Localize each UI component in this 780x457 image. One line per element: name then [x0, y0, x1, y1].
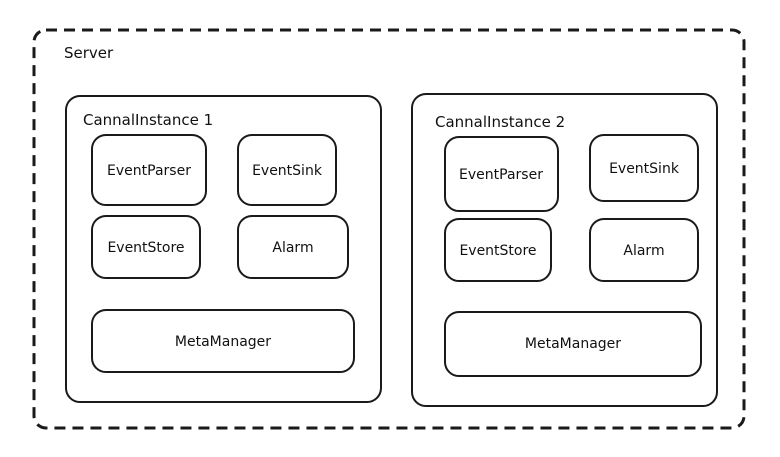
canal-instance-1-title: CannalInstance 1 — [83, 111, 213, 129]
server-boundary — [32, 28, 746, 430]
alarm-label-2: Alarm — [623, 243, 664, 259]
event-store-box-2 — [444, 218, 552, 282]
alarm-label-1: Alarm — [272, 240, 313, 256]
meta-manager-box-2 — [444, 311, 702, 377]
alarm-box-1 — [237, 215, 349, 279]
event-store-label-2: EventStore — [459, 243, 536, 259]
event-store-label-1: EventStore — [107, 240, 184, 256]
canal-instance-2-title: CannalInstance 2 — [435, 113, 565, 131]
event-parser-label-2: EventParser — [459, 167, 543, 183]
event-parser-label-1: EventParser — [107, 163, 191, 179]
canal-instance-2: CannalInstance 2 EventParser EventSink E… — [411, 93, 718, 407]
event-sink-label-2: EventSink — [609, 161, 680, 177]
alarm-box-2 — [589, 218, 699, 282]
event-store-box-1 — [91, 215, 201, 279]
meta-manager-label-1: MetaManager — [175, 334, 271, 350]
event-parser-box-2 — [444, 136, 559, 212]
server-label: Server — [64, 44, 114, 62]
meta-manager-label-2: MetaManager — [525, 336, 621, 352]
canal-instance-1: CannalInstance 1 EventParser EventSink E… — [65, 95, 382, 403]
server-container: Server — [32, 28, 746, 430]
meta-manager-box-1 — [91, 309, 355, 373]
event-sink-label-1: EventSink — [252, 163, 323, 179]
event-sink-box-2 — [589, 134, 699, 202]
event-parser-box-1 — [91, 134, 207, 206]
event-sink-box-1 — [237, 134, 337, 206]
